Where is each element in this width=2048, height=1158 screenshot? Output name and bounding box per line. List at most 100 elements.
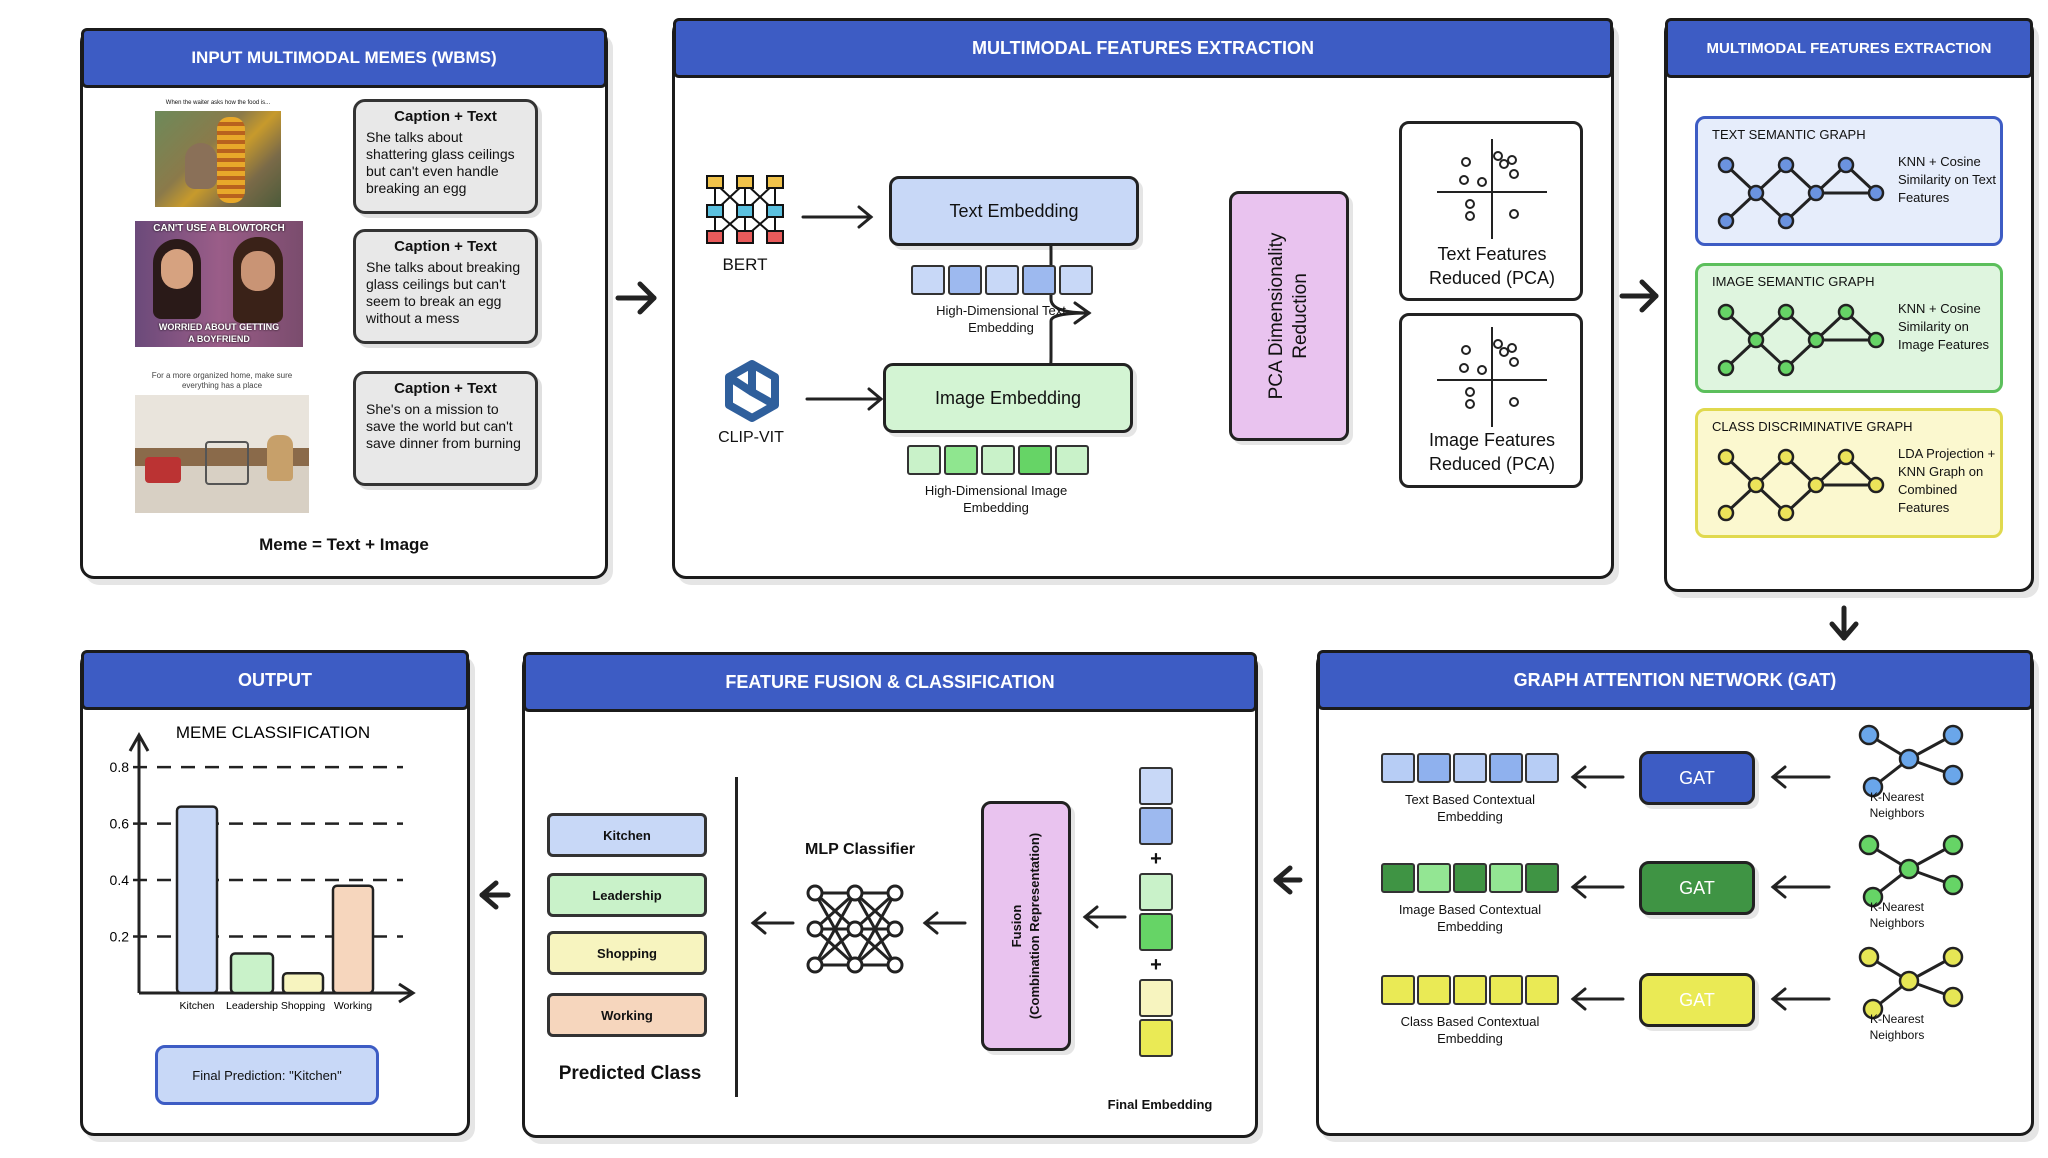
x-tick-label: Shopping bbox=[281, 1000, 326, 1012]
graph-title: TEXT SEMANTIC GRAPH bbox=[1712, 127, 1866, 142]
caption-title-1: Caption + Text bbox=[394, 108, 497, 125]
meme-caption-1: Caption + Text She talks about shatterin… bbox=[353, 99, 538, 214]
y-tick-label: 0.8 bbox=[110, 759, 130, 775]
class-leadership: Leadership bbox=[547, 873, 707, 917]
image-embedding-vector bbox=[907, 445, 1092, 480]
meme-caption-3: Caption + Text She's on a mission to sav… bbox=[353, 371, 538, 486]
gat-layer-box: GAT bbox=[1639, 751, 1755, 805]
gat-row-arrows bbox=[1570, 987, 1831, 1011]
image-reduced-box: Image Features Reduced (PCA) bbox=[1399, 313, 1583, 488]
final-embedding-stack: + + bbox=[1139, 767, 1173, 1057]
gat-row-arrows bbox=[1570, 875, 1831, 899]
x-axis-arrow bbox=[398, 982, 416, 1004]
gat-panel: GRAPH ATTENTION NETWORK (GAT) Text Based… bbox=[1316, 650, 2034, 1136]
contextual-embedding-label: Text Based Contextual Embedding bbox=[1404, 792, 1536, 824]
graph-box-0: TEXT SEMANTIC GRAPH KNN + Cosine Similari… bbox=[1695, 116, 2003, 246]
caption-text-1: She talks about shattering glass ceiling… bbox=[366, 129, 515, 196]
meme-image-2: CAN'T USE A BLOWTORCH WORRIED ABOUT GETT… bbox=[135, 221, 303, 347]
input-panel: INPUT MULTIMODAL MEMES (WBMS) When the w… bbox=[80, 28, 608, 579]
contextual-embedding-label: Image Based Contextual Embedding bbox=[1398, 902, 1542, 934]
graph-box-2: CLASS DISCRIMINATIVE GRAPH LDA Projection… bbox=[1695, 408, 2003, 538]
text-reduced-box: Text Features Reduced (PCA) bbox=[1399, 121, 1583, 301]
graph-title: IMAGE SEMANTIC GRAPH bbox=[1712, 274, 1875, 289]
gat-layer-box: GAT bbox=[1639, 973, 1755, 1027]
graph-title: CLASS DISCRIMINATIVE GRAPH bbox=[1712, 419, 1913, 434]
meme-2-top-text: CAN'T USE A BLOWTORCH bbox=[153, 223, 285, 234]
y-axis-arrow bbox=[128, 731, 150, 752]
mlp-network-icon bbox=[806, 884, 904, 974]
contextual-embedding-vector bbox=[1381, 863, 1561, 898]
graphs-panel: MULTIMODAL FEATURES EXTRACTION TEXT SEMA… bbox=[1664, 18, 2034, 592]
fusion-box: Fusion (Combination Representation) bbox=[981, 801, 1071, 1051]
caption-title-3: Caption + Text bbox=[394, 380, 497, 397]
bar-leadership bbox=[229, 952, 275, 995]
text-reduced-label: Text Features Reduced (PCA) bbox=[1428, 244, 1556, 288]
fusion-panel-header: FEATURE FUSION & CLASSIFICATION bbox=[523, 652, 1257, 712]
meme-1-top-text: When the waiter asks how the food is... bbox=[165, 100, 271, 106]
meme-formula: Meme = Text + Image bbox=[259, 535, 429, 554]
clip-vit-icon bbox=[725, 360, 779, 422]
class-kitchen: Kitchen bbox=[547, 813, 707, 857]
mlp-label: MLP Classifier bbox=[805, 841, 915, 858]
y-tick-label: 0.6 bbox=[110, 816, 130, 832]
caption-title-2: Caption + Text bbox=[394, 238, 497, 255]
plus-2: + bbox=[1150, 954, 1162, 976]
graph-description: KNN + Cosine Similarity on Text Features bbox=[1898, 154, 1997, 205]
x-tick-label: Leadership bbox=[226, 1000, 278, 1012]
text-embedding-box: Text Embedding bbox=[889, 176, 1139, 246]
fusion-label-line1: Fusion bbox=[1009, 904, 1024, 948]
k-nearest-neighbors-icon bbox=[1858, 724, 1964, 798]
image-embedding-sub: High-Dimensional Image Embedding bbox=[924, 483, 1068, 515]
output-panel-header: OUTPUT bbox=[81, 650, 469, 710]
meme-caption-2: Caption + Text She talks about breaking … bbox=[353, 229, 538, 344]
caption-text-2: She talks about breaking glass ceilings … bbox=[366, 259, 521, 326]
contextual-embedding-vector bbox=[1381, 753, 1561, 788]
k-nearest-neighbors-label: K-Nearest Neighbors bbox=[1869, 1012, 1925, 1042]
scatter-icon bbox=[1437, 139, 1547, 239]
class-working: Working bbox=[547, 993, 707, 1037]
text-embedding-vector bbox=[911, 265, 1096, 300]
image-reduced-label: Image Features Reduced (PCA) bbox=[1428, 430, 1556, 474]
caption-text-3: She's on a mission to save the world but… bbox=[366, 401, 521, 451]
fusion-label-line2: (Combination Representation) bbox=[1027, 832, 1042, 1020]
graphs-panel-header: MULTIMODAL FEATURES EXTRACTION bbox=[1665, 18, 2033, 78]
final-embedding-label: Final Embedding bbox=[1107, 1097, 1213, 1112]
k-nearest-neighbors-icon bbox=[1858, 946, 1964, 1020]
y-tick-label: 0.2 bbox=[110, 929, 130, 945]
image-embedding-box: Image Embedding bbox=[883, 363, 1133, 433]
gat-layer-box: GAT bbox=[1639, 861, 1755, 915]
clip-vit-label: CLIP-VIT bbox=[718, 429, 784, 446]
chart-title: MEME CLASSIFICATION bbox=[176, 723, 370, 742]
meme-image-1: When the waiter asks how the food is... bbox=[155, 99, 281, 207]
bar-working bbox=[331, 884, 375, 995]
scatter-icon bbox=[1437, 327, 1547, 427]
bert-icon bbox=[706, 175, 784, 244]
graph-description: KNN + Cosine Similarity on Image Feature… bbox=[1898, 301, 1990, 352]
bar-kitchen bbox=[175, 805, 219, 995]
pca-box: PCA Dimensionality Reduction bbox=[1229, 191, 1349, 441]
meme-2-bottom-text: WORRIED ABOUT GETTING A BOYFRIEND bbox=[158, 322, 280, 344]
meme-image-3: For a more organized home, make sure eve… bbox=[135, 371, 309, 515]
fusion-arrows bbox=[750, 905, 1127, 935]
gat-row-arrows bbox=[1570, 765, 1831, 789]
class-shopping: Shopping bbox=[547, 931, 707, 975]
graph-network-icon bbox=[1717, 448, 1885, 522]
y-tick-label: 0.4 bbox=[110, 872, 130, 888]
final-prediction-box: Final Prediction: "Kitchen" bbox=[155, 1045, 379, 1105]
bar-shopping bbox=[281, 971, 325, 995]
fusion-label: Fusion (Combination Representation) bbox=[1008, 811, 1044, 1041]
input-panel-header: INPUT MULTIMODAL MEMES (WBMS) bbox=[81, 28, 607, 88]
extraction-panel-header: MULTIMODAL FEATURES EXTRACTION bbox=[673, 18, 1613, 78]
divider bbox=[735, 777, 738, 1097]
contextual-embedding-vector bbox=[1381, 975, 1561, 1010]
graph-description: LDA Projection + KNN Graph on Combined F… bbox=[1898, 446, 1996, 515]
x-tick-label: Kitchen bbox=[179, 1000, 214, 1012]
text-embedding-sub: High-Dimensional Text Embedding bbox=[936, 303, 1066, 335]
gat-panel-header: GRAPH ATTENTION NETWORK (GAT) bbox=[1317, 650, 2033, 710]
graph-network-icon bbox=[1717, 156, 1885, 230]
contextual-embedding-label: Class Based Contextual Embedding bbox=[1400, 1014, 1540, 1046]
